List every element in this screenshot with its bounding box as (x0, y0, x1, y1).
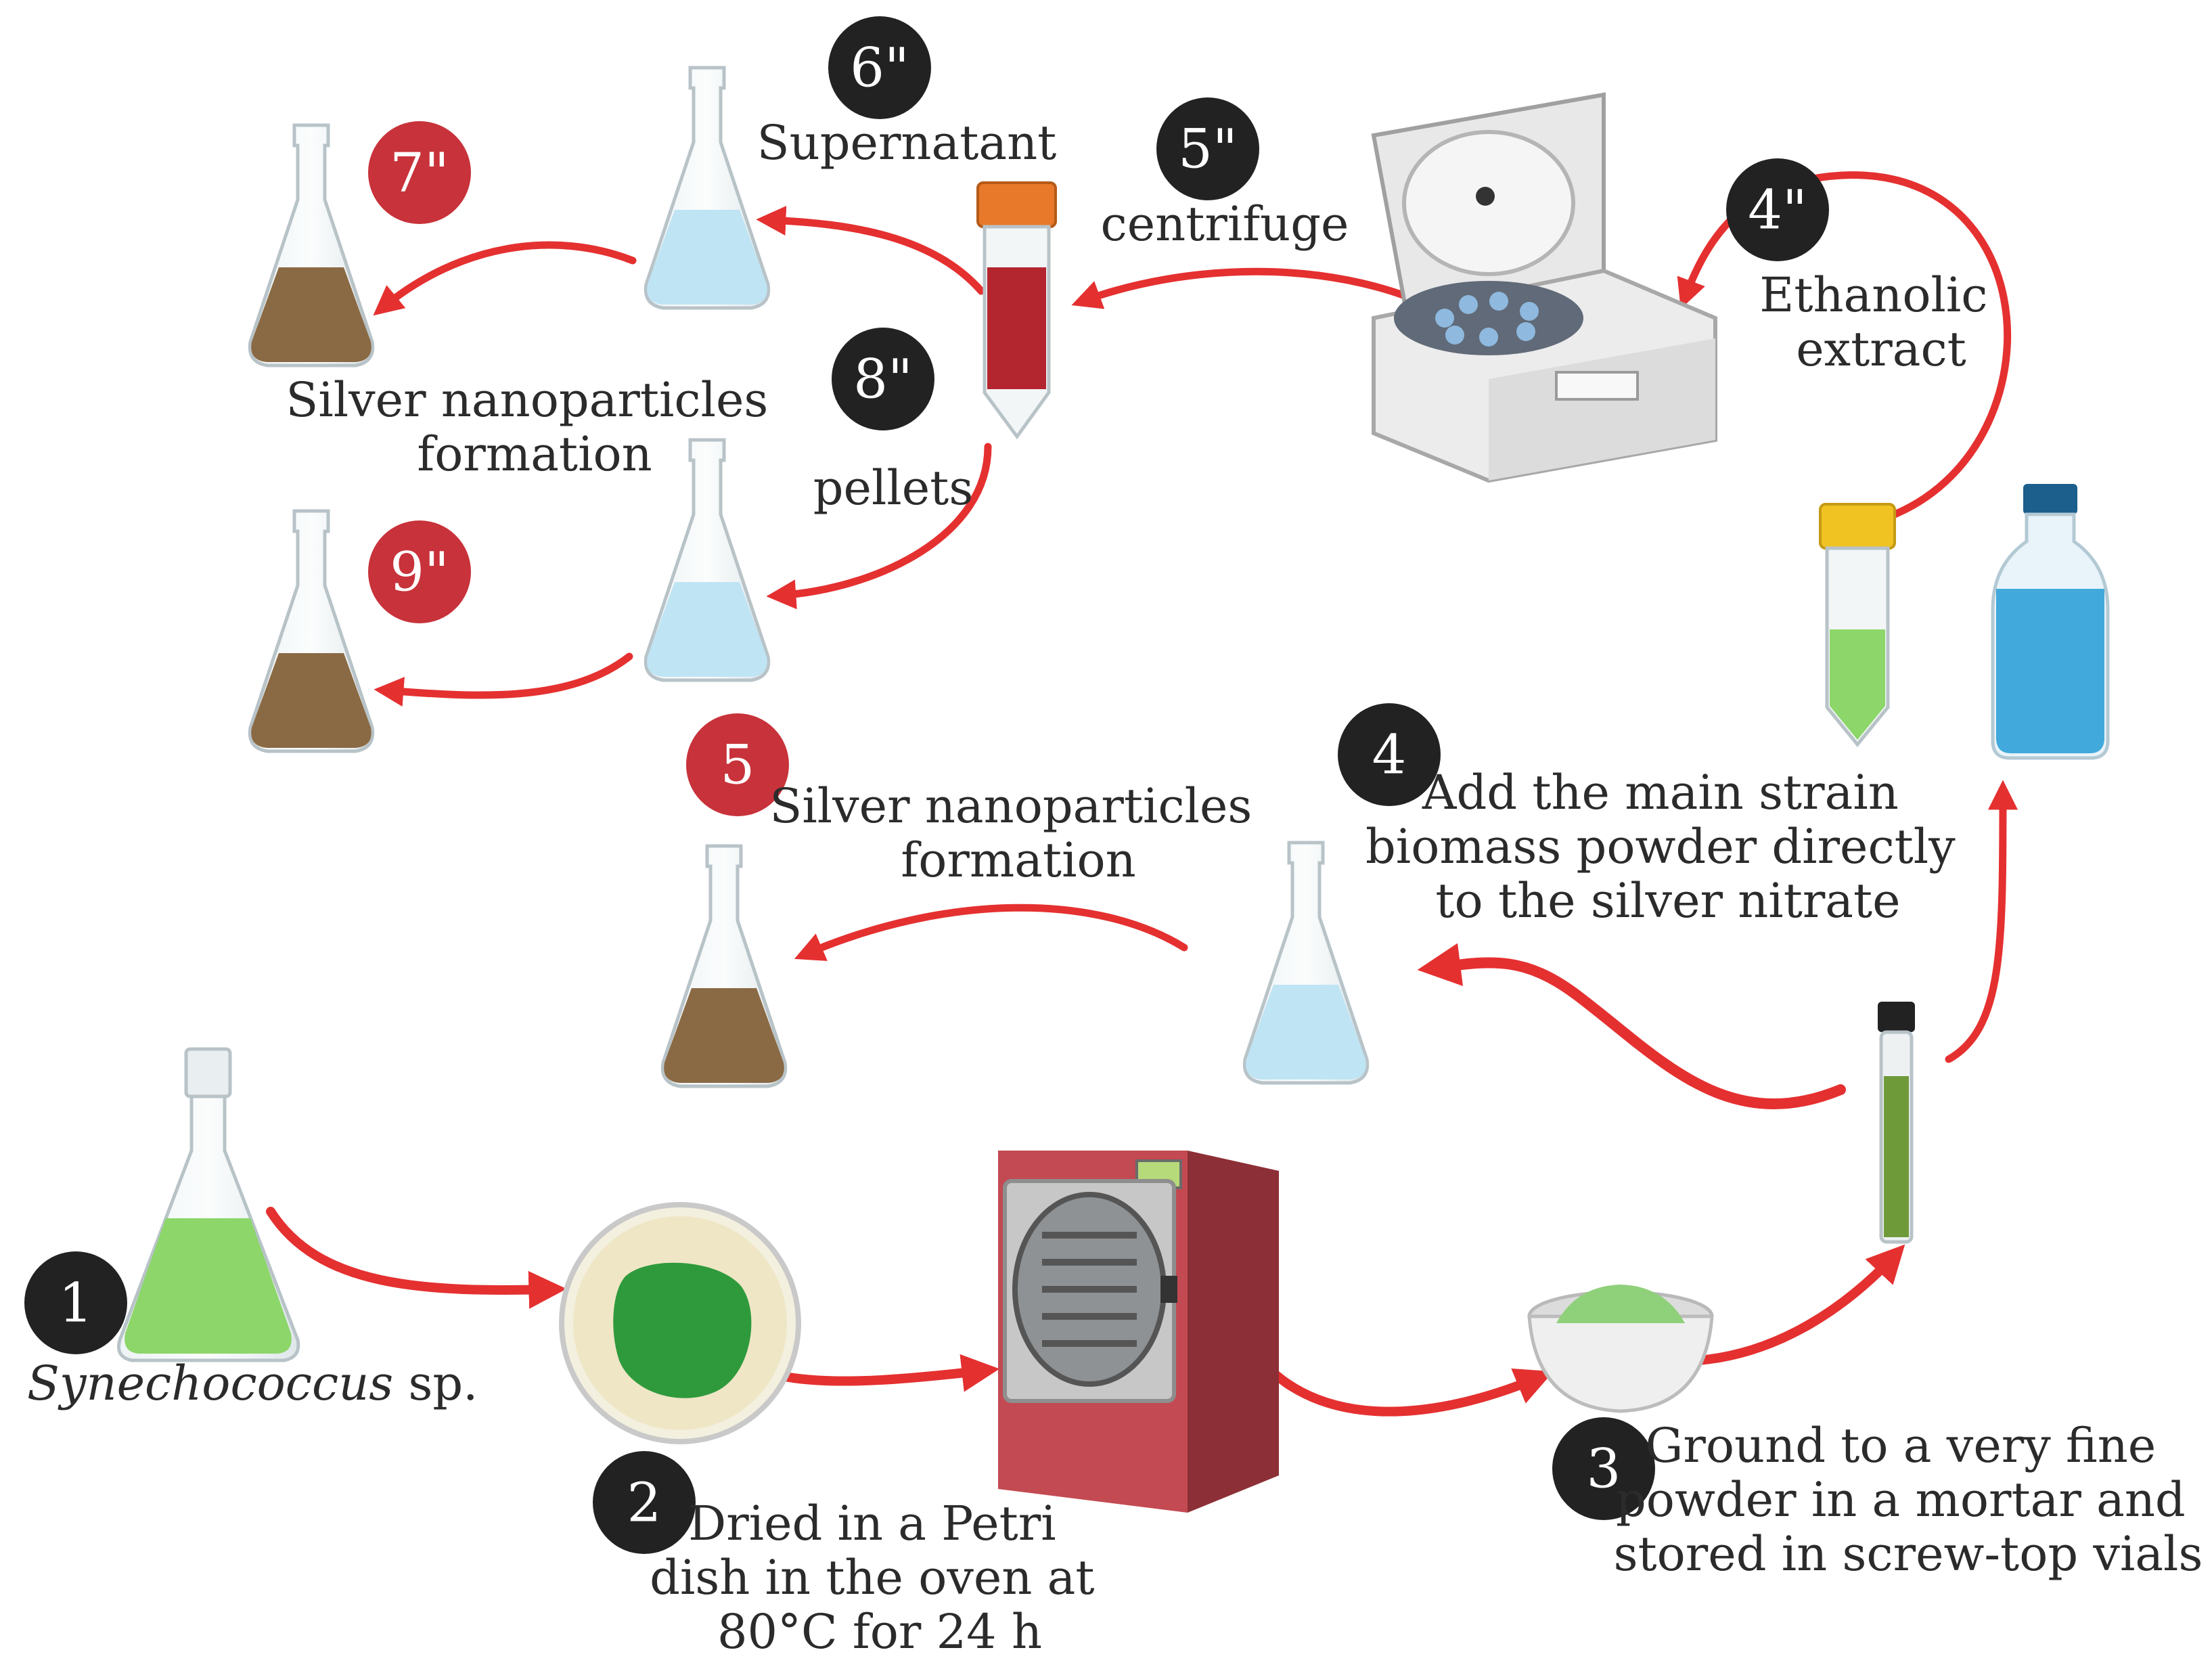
culture-flask-icon (117, 1047, 300, 1362)
nanoparticle-flask-icon (250, 511, 372, 751)
step-1-badge: 1 (24, 1251, 127, 1354)
step-3-label: Ground to a very fine powder in a mortar… (1614, 1418, 2203, 1582)
petri-dish-icon (559, 1202, 801, 1444)
centrifuge-icon (1371, 92, 1717, 483)
arrow-centrifuge-to-tube (1071, 267, 1439, 312)
ethanol-bottle-icon (1991, 484, 2110, 760)
step-2-label: Dried in a Petri dish in the oven at 80°… (650, 1496, 1110, 1660)
step-5-badge: 5 (686, 713, 789, 816)
step-5-label: Silver nanoparticles formation (769, 778, 1267, 888)
svg-text:4: 4 (1372, 724, 1407, 786)
step-badges: 1 2 3 4 5 4" 5" 6" (24, 16, 1829, 1554)
step-2-badge: 2 (593, 1451, 696, 1554)
arrow-tube-to-pellets (766, 443, 992, 610)
step-6-alt-badge: 6" (828, 16, 931, 119)
nanoparticles-formation-label: Silver nanoparticles formation (286, 372, 783, 482)
pellets-label: pellets (813, 460, 974, 516)
centrifuge-tube-icon (976, 181, 1057, 440)
svg-text:3: 3 (1587, 1438, 1621, 1500)
svg-text:2: 2 (627, 1471, 662, 1534)
svg-text:7": 7" (390, 141, 449, 204)
step-3-badge: 3 (1552, 1417, 1655, 1520)
supernatant-flask-icon (646, 68, 768, 308)
silver-nitrate-flask-icon (1244, 843, 1367, 1083)
arrow-supernatant-to-nanoparticles (373, 241, 637, 316)
arrow-vial-to-flask (1417, 943, 1846, 1109)
pellet-flask-icon (646, 440, 768, 680)
step-4-label: Add the main strain biomass powder direc… (1365, 765, 1970, 929)
svg-text:8": 8" (853, 348, 913, 411)
svg-text:1: 1 (59, 1272, 93, 1335)
svg-text:5: 5 (721, 734, 755, 797)
arrow-vial-to-ethanol (1945, 780, 2018, 1063)
extract-tube-icon (1819, 503, 1896, 747)
supernatant-label: Supernatant (757, 115, 1057, 171)
step-5-alt-badge: 5" (1156, 97, 1259, 200)
arrow-extract-to-centrifuge (1677, 171, 2011, 518)
step-4-badge: 4 (1338, 703, 1441, 806)
arrow-flask-to-nanoparticles (794, 904, 1188, 961)
step-1-label: Synechococcus sp. (27, 1356, 478, 1411)
arrow-tube-to-supernatant (756, 206, 985, 295)
arrow-pellets-to-nanoparticles (374, 652, 633, 707)
nanoparticle-flask-icon (250, 125, 372, 365)
step-4-alt-badge: 4" (1726, 158, 1829, 261)
arrow-culture-to-petri (266, 1207, 567, 1309)
step-labels: Synechococcus sp. Dried in a Petri dish … (27, 115, 2203, 1660)
svg-text:9": 9" (390, 541, 449, 604)
screw-top-vial-icon (1878, 1002, 1915, 1244)
arrow-mortar-to-vial (1694, 1244, 1905, 1365)
ethanolic-extract-label: Ethanolic extract (1759, 267, 2003, 377)
nanoparticle-flask-icon (662, 846, 785, 1086)
centrifuge-label: centrifuge (1101, 196, 1349, 252)
step-7-alt-badge: 7" (368, 121, 471, 224)
svg-text:4": 4" (1748, 179, 1807, 242)
svg-text:5": 5" (1178, 118, 1238, 181)
mortar-bowl-icon (1527, 1285, 1714, 1413)
arrow-oven-to-mortar (1234, 1322, 1554, 1417)
oven-icon (998, 1151, 1279, 1513)
step-9-alt-badge: 9" (368, 520, 471, 623)
step-8-alt-badge: 8" (832, 328, 934, 430)
svg-text:6": 6" (850, 37, 909, 99)
